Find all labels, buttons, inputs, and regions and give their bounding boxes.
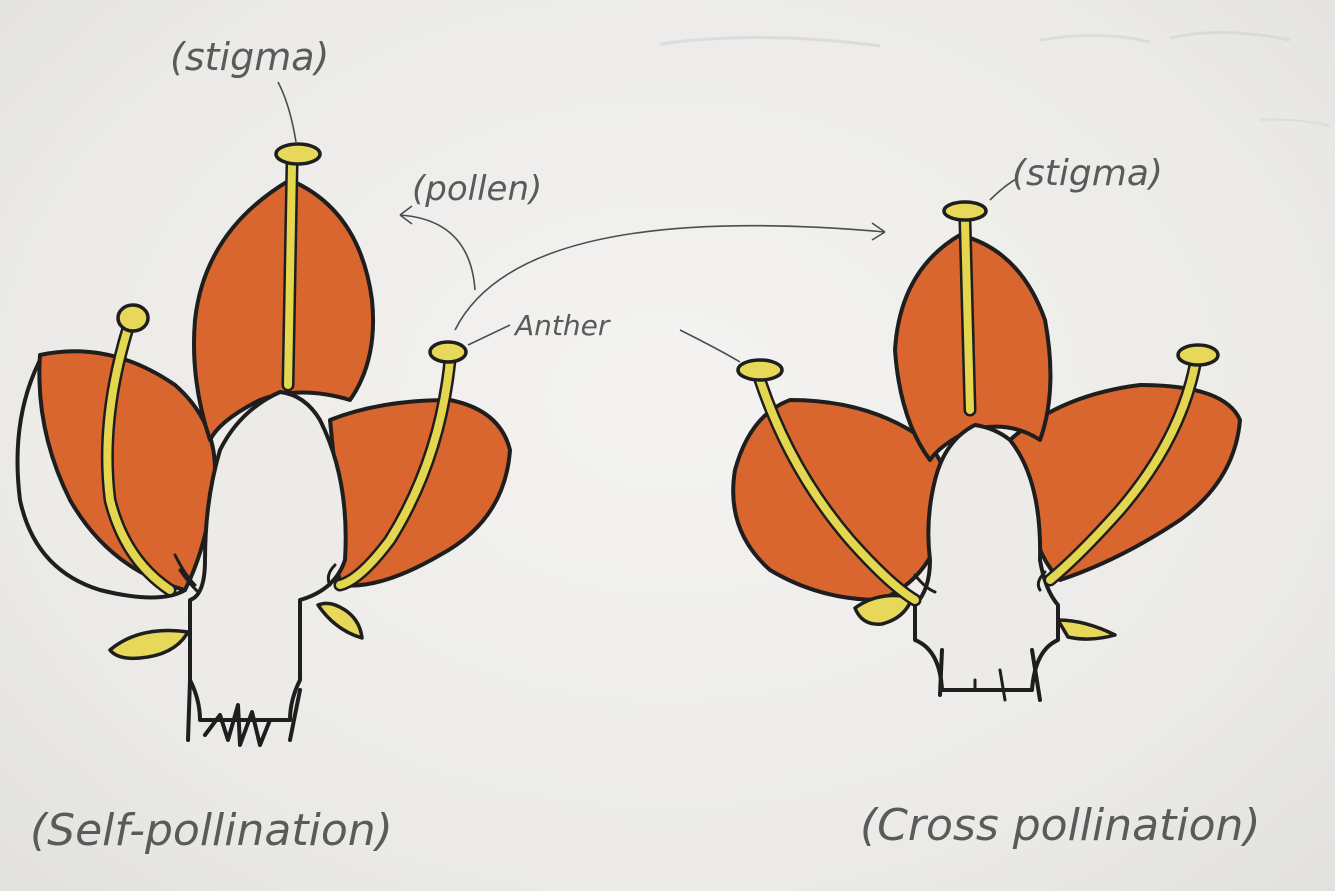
style-right [965, 222, 970, 410]
label-stigma-right: (stigma) [1012, 153, 1163, 194]
sepal-right [318, 603, 362, 638]
label-anther: Anther [513, 309, 611, 342]
stigma-right [944, 202, 986, 220]
stigma-left [276, 144, 320, 164]
anther-left-b [430, 342, 466, 362]
label-pollen: (pollen) [412, 169, 542, 209]
sepal-right-2 [1058, 620, 1115, 639]
label-stigma-left: (stigma) [170, 35, 329, 79]
self-pollination-flower [18, 144, 511, 745]
anther-right-b [1178, 345, 1218, 365]
anther-left-a [118, 305, 148, 331]
bleed-through-marks [660, 32, 1330, 126]
caption-self-pollination: (Self-pollination) [30, 805, 393, 856]
sepal-left [110, 630, 188, 658]
cross-pollination-flower [733, 202, 1240, 700]
caption-cross-pollination: (Cross pollination) [860, 800, 1261, 851]
style-left [288, 165, 292, 385]
anther-right-a [738, 360, 782, 380]
